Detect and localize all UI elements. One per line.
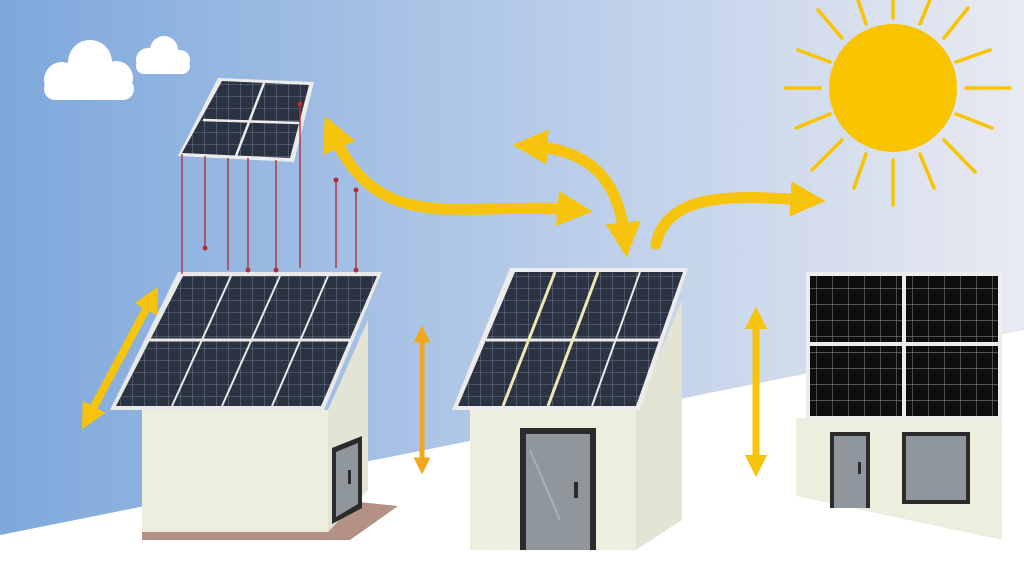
house-center-door — [520, 428, 596, 550]
house-left-wires — [181, 104, 357, 274]
house-center-solar-panel — [452, 268, 688, 410]
house-right — [796, 272, 1002, 540]
house-left — [110, 78, 398, 540]
house-left-solar-panel — [110, 272, 382, 410]
double-arrow-icon — [81, 286, 768, 478]
house-left-door — [332, 436, 362, 524]
house-center-wall-side — [636, 300, 682, 550]
energy-flow-arrow-2 — [512, 129, 641, 258]
house-left-wall-front — [142, 410, 328, 532]
house-left-exploded-panel — [178, 78, 314, 162]
sun-icon — [783, 0, 1012, 207]
cloud-icon — [44, 36, 190, 100]
curved-arrow-icon — [323, 115, 826, 258]
house-right-window — [902, 432, 970, 504]
energy-flow-arrow-3 — [650, 181, 826, 250]
house-right-door — [830, 432, 870, 508]
dimension-arrow-roof-left — [81, 286, 159, 430]
house-center — [452, 268, 688, 550]
house-right-solar-panel — [806, 272, 1002, 420]
